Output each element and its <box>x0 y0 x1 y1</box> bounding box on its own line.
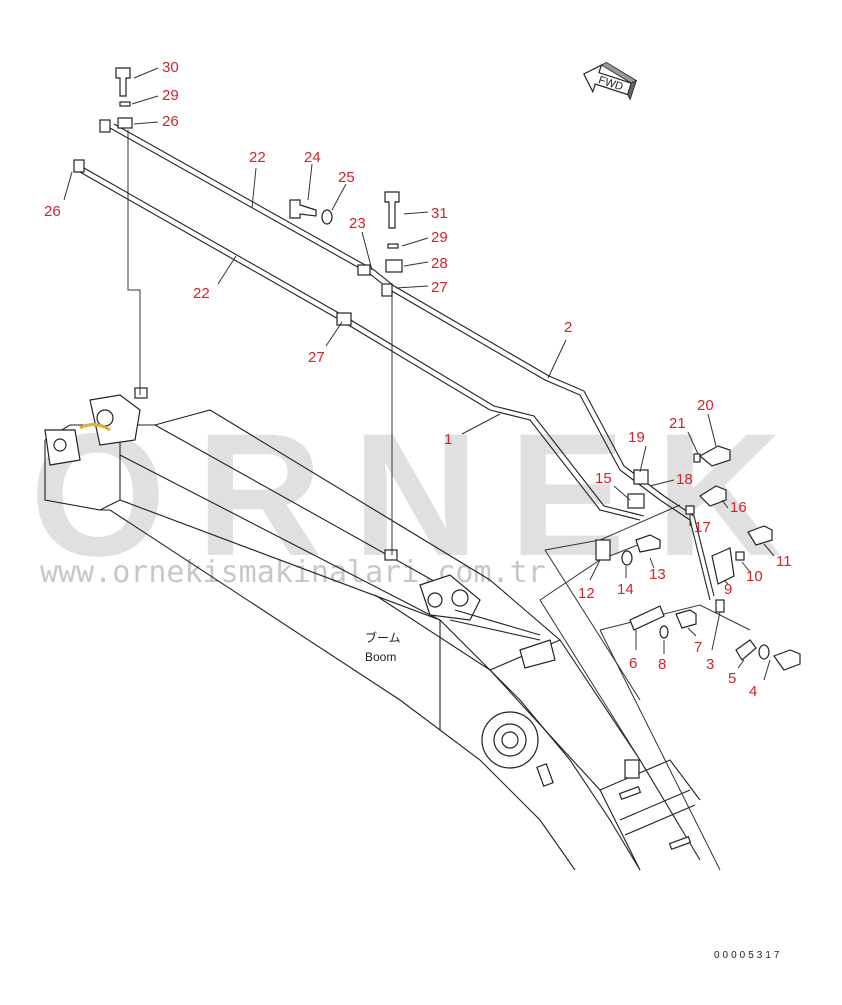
callout-15: 15 <box>595 470 631 501</box>
svg-text:20: 20 <box>697 397 714 414</box>
fwd-arrow-icon: FWD <box>583 62 638 101</box>
svg-text:14: 14 <box>617 581 634 598</box>
svg-text:16: 16 <box>730 499 747 516</box>
callout-29a: 29 <box>131 87 179 105</box>
callout-18: 18 <box>649 471 693 488</box>
svg-text:10: 10 <box>746 568 763 585</box>
clamp-26a <box>99 119 111 133</box>
callout-21: 21 <box>669 415 699 455</box>
watermark: ORNEK www.ornekismakinalari.com.tr <box>30 398 812 593</box>
callout-5: 5 <box>728 659 745 687</box>
boom-label-jp: ブーム <box>365 630 401 645</box>
svg-text:26: 26 <box>162 113 179 130</box>
svg-text:27: 27 <box>431 279 448 296</box>
callout-4: 4 <box>749 659 771 700</box>
svg-text:11: 11 <box>776 553 792 570</box>
tube-assembly <box>79 123 751 871</box>
svg-text:28: 28 <box>431 255 448 272</box>
svg-text:26: 26 <box>44 203 61 220</box>
clamp-5 <box>735 639 757 661</box>
drawing-number: 00005317 <box>714 950 783 961</box>
callout-14: 14 <box>617 566 634 598</box>
svg-text:29: 29 <box>162 87 179 104</box>
callout-16: 16 <box>721 499 747 516</box>
svg-text:25: 25 <box>338 169 355 186</box>
callout-26b: 26 <box>44 171 73 220</box>
callout-6: 6 <box>629 630 637 672</box>
fitting-6 <box>629 605 665 631</box>
svg-text:29: 29 <box>431 229 448 246</box>
highlight-pin <box>79 423 111 432</box>
callout-28: 28 <box>403 255 448 272</box>
callout-12: 12 <box>578 559 601 602</box>
fitting-20 <box>698 445 731 467</box>
boom-body: ブーム Boom <box>44 387 701 871</box>
svg-text:4: 4 <box>749 683 757 700</box>
hardware <box>73 67 801 671</box>
boom-label: Boom <box>365 650 396 664</box>
svg-text:19: 19 <box>628 429 645 446</box>
fwd-label: FWD <box>597 74 625 93</box>
callout-27a: 27 <box>395 279 448 296</box>
svg-text:5: 5 <box>728 670 736 687</box>
svg-text:8: 8 <box>658 656 666 673</box>
bolt-31 <box>384 191 400 229</box>
callout-9: 9 <box>723 579 732 598</box>
callout-7: 7 <box>687 627 702 656</box>
callout-10: 10 <box>741 561 763 585</box>
svg-text:31: 31 <box>431 205 448 222</box>
fitting-16 <box>699 485 727 507</box>
watermark-url: www.ornekismakinalari.com.tr <box>40 555 546 590</box>
callout-23: 23 <box>349 215 373 271</box>
svg-text:3: 3 <box>706 656 714 673</box>
callout-30: 30 <box>133 59 179 79</box>
washer-25 <box>321 209 333 225</box>
callout-29b: 29 <box>401 229 448 247</box>
callout-13: 13 <box>649 557 666 583</box>
bolt-24 <box>289 199 317 219</box>
svg-text:17: 17 <box>694 519 711 536</box>
svg-text:22: 22 <box>249 149 266 166</box>
svg-text:30: 30 <box>162 59 179 76</box>
svg-text:6: 6 <box>629 655 637 672</box>
bolt-30 <box>115 67 131 97</box>
svg-text:22: 22 <box>193 285 210 302</box>
callout-31: 31 <box>403 205 448 222</box>
fitting-9 <box>711 547 735 585</box>
svg-text:21: 21 <box>669 415 686 432</box>
svg-text:27: 27 <box>308 349 325 366</box>
callout-27b: 27 <box>308 321 343 366</box>
callout-1: 1 <box>444 413 501 448</box>
svg-text:2: 2 <box>564 319 572 336</box>
callout-17: 17 <box>689 514 711 536</box>
watermark-brand: ORNEK <box>30 398 812 593</box>
callout-22b: 22 <box>193 255 237 302</box>
callout-3: 3 <box>706 611 721 673</box>
bolt-11 <box>747 525 773 546</box>
callouts: 30 29 26 26 22 24 25 23 31 29 28 27 22 2… <box>44 59 792 700</box>
svg-text:23: 23 <box>349 215 366 232</box>
bolt-4 <box>773 649 801 671</box>
svg-text:15: 15 <box>595 470 612 487</box>
svg-text:13: 13 <box>649 566 666 583</box>
bolt-7 <box>675 609 697 629</box>
svg-text:7: 7 <box>694 639 702 656</box>
callout-20: 20 <box>697 397 717 447</box>
clamp-26b <box>117 117 133 129</box>
svg-text:12: 12 <box>578 585 595 602</box>
callout-22a: 22 <box>249 149 266 209</box>
callout-24: 24 <box>304 149 321 201</box>
callout-2: 2 <box>547 319 572 379</box>
svg-text:1: 1 <box>444 431 452 448</box>
callout-8: 8 <box>658 640 666 673</box>
callout-25: 25 <box>331 169 355 211</box>
callout-11: 11 <box>763 543 792 570</box>
svg-text:18: 18 <box>676 471 693 488</box>
callout-26a: 26 <box>133 113 179 130</box>
callout-19: 19 <box>628 429 647 473</box>
svg-text:24: 24 <box>304 149 321 166</box>
svg-text:9: 9 <box>724 581 732 598</box>
